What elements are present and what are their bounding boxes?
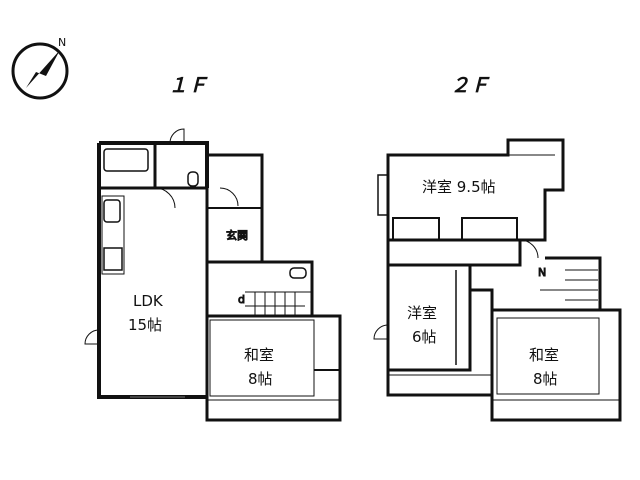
floor2-door-swing [519, 239, 539, 259]
floor1-closet [314, 315, 341, 371]
toilet-icon-2 [289, 267, 307, 279]
floor2-closets [392, 217, 518, 241]
floor1-stairs [245, 291, 312, 316]
kitchen-stove-icon [103, 247, 123, 271]
floor2-washitsu-walls [490, 308, 622, 422]
floor2-hall [386, 240, 522, 267]
floor1-washitsu-name: 和室 [244, 346, 274, 364]
floor1-door-swing [154, 187, 176, 209]
floor2-washitsu-size: 8帖 [533, 370, 558, 388]
floor2-washitsu-inner [496, 317, 600, 395]
floor2-western-small-size: 6帖 [412, 328, 437, 346]
floor2-plan: N [373, 138, 622, 422]
floor1-genkan-label: 玄関 [226, 228, 248, 242]
floor2-washitsu-name: 和室 [529, 346, 559, 364]
floor1-title: １Ｆ [168, 73, 208, 97]
floor1-bath-block [99, 141, 209, 188]
floor2-title: ２Ｆ [450, 73, 490, 97]
kitchen-sink-icon [103, 199, 121, 223]
floor1-entry-door [219, 187, 239, 207]
floor1-stair-mark: d [238, 293, 245, 306]
floor1-washitsu-walls [205, 314, 342, 422]
floor2-left-bay [377, 174, 388, 216]
floor1-washitsu-inner [209, 319, 315, 397]
kitchen-counter [101, 195, 125, 275]
floor1-stair-block [262, 260, 314, 316]
floor2-western-large-walls [386, 138, 565, 242]
floor2-western-small-name: 洋室 [407, 304, 437, 322]
floor1-ldk-size: 15帖 [128, 316, 162, 334]
floor1-door-swing-2 [169, 128, 185, 144]
floor1-plan: 玄関 d [84, 128, 342, 422]
north-arrow-icon [26, 50, 60, 88]
floor2-western-small-walls [386, 265, 472, 372]
floor2-connector [386, 288, 494, 397]
bathtub-icon [103, 148, 149, 172]
toilet-icon [187, 171, 199, 187]
floor2-stair-mark: N [538, 266, 546, 279]
floor1-ldk-name: LDK [133, 292, 164, 310]
floor1-ldk-door [84, 329, 100, 345]
floor2-stairs [540, 256, 602, 310]
compass-north-label: N [58, 36, 66, 49]
compass-ring [11, 42, 69, 100]
floor2-western-large-label: 洋室 9.5帖 [422, 178, 496, 196]
floor1-washitsu-size: 8帖 [248, 370, 273, 388]
floor2-western-small-door [373, 324, 389, 340]
compass: N [11, 36, 69, 100]
